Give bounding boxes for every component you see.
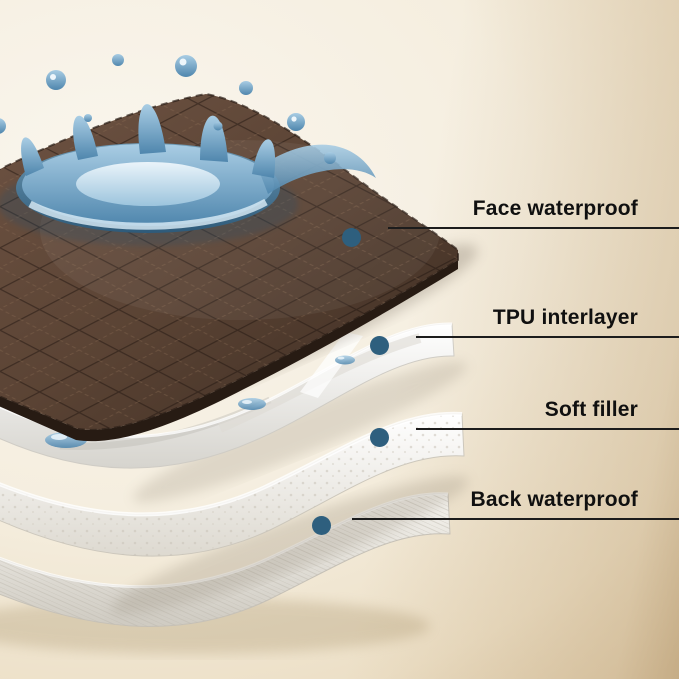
callout-label-back-waterproof: Back waterproof: [470, 488, 638, 511]
callout-line-tpu-interlayer: [416, 336, 679, 338]
callout-label-face-waterproof: Face waterproof: [472, 197, 638, 220]
callout-line-face-waterproof: [388, 227, 679, 229]
callout-label-soft-filler: Soft filler: [544, 398, 638, 421]
tpu-interlayer-graphic: [0, 322, 455, 469]
callout-dot-back-waterproof: [312, 516, 331, 535]
tpu-water-droplets: [45, 355, 355, 448]
soft-filler-layer-graphic: [0, 411, 465, 557]
callout-dot-tpu-interlayer: [370, 336, 389, 355]
callout-line-back-waterproof: [352, 518, 679, 520]
tpu-shadow: [132, 361, 468, 503]
callout-line-soft-filler: [416, 428, 679, 430]
callout-dot-soft-filler: [370, 428, 389, 447]
filler-shadow: [111, 476, 469, 614]
callout-label-tpu-interlayer: TPU interlayer: [492, 306, 638, 329]
callout-dot-face-waterproof: [342, 228, 361, 247]
water-splash-graphic: [0, 54, 376, 246]
